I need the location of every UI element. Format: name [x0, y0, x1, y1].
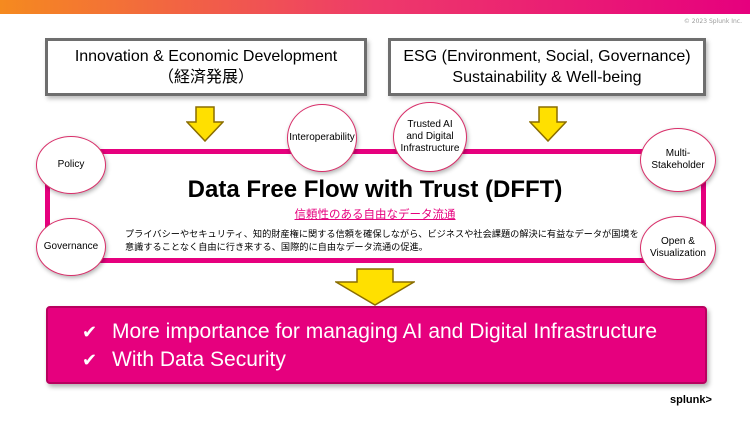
innovation-box-line1: Innovation & Economic Development: [74, 48, 338, 65]
down-arrow-left-icon: [186, 106, 224, 142]
innovation-box: Innovation & Economic Development （経済発展）: [45, 38, 367, 96]
bullet-text-1: More importance for managing AI and Digi…: [112, 320, 658, 343]
governance-circle: Governance: [36, 218, 106, 276]
top-gradient-bar: [0, 0, 750, 14]
dfft-title: Data Free Flow with Trust (DFFT): [187, 176, 563, 203]
conclusion-box: ✔ More importance for managing AI and Di…: [46, 306, 707, 384]
bullet-text-2: With Data Security: [112, 348, 286, 371]
down-arrow-big-icon: [335, 268, 415, 306]
open-visualization-label: Open & Visualization: [650, 236, 706, 259]
policy-circle: Policy: [36, 136, 106, 194]
check-icon: ✔: [82, 321, 98, 343]
governance-label: Governance: [43, 241, 99, 252]
dfft-description: プライバシーやセキュリティ、知的財産権に関する信頼を確保しながら、ビジネスや社会…: [125, 229, 639, 253]
esg-box: ESG (Environment, Social, Governance) Su…: [388, 38, 706, 96]
esg-box-line2: Sustainability & Well-being: [452, 69, 642, 86]
multi-stakeholder-circle: Multi-Stakeholder: [640, 128, 716, 192]
bullet-item-2: ✔ With Data Security: [82, 346, 705, 374]
interoperability-label: Interoperability: [289, 132, 355, 143]
trusted-ai-label: Trusted AI and Digital Infrastructure: [400, 119, 460, 154]
dfft-subtitle: 信頼性のある自由なデータ流通: [294, 207, 456, 221]
interoperability-circle: Interoperability: [287, 104, 357, 172]
bullet-item-1: ✔ More importance for managing AI and Di…: [82, 318, 705, 346]
splunk-logo: splunk>: [670, 394, 712, 406]
multi-stakeholder-label: Multi-Stakeholder: [651, 148, 705, 171]
dfft-frame: [45, 149, 706, 263]
down-arrow-right-icon: [529, 106, 567, 142]
copyright-text: © 2023 Splunk Inc.: [683, 18, 742, 25]
check-icon: ✔: [82, 349, 98, 371]
trusted-ai-circle: Trusted AI and Digital Infrastructure: [393, 102, 467, 172]
open-visualization-circle: Open & Visualization: [640, 216, 716, 280]
policy-label: Policy: [57, 159, 85, 170]
innovation-box-line2: （経済発展）: [157, 69, 254, 86]
esg-box-line1: ESG (Environment, Social, Governance): [403, 48, 691, 65]
